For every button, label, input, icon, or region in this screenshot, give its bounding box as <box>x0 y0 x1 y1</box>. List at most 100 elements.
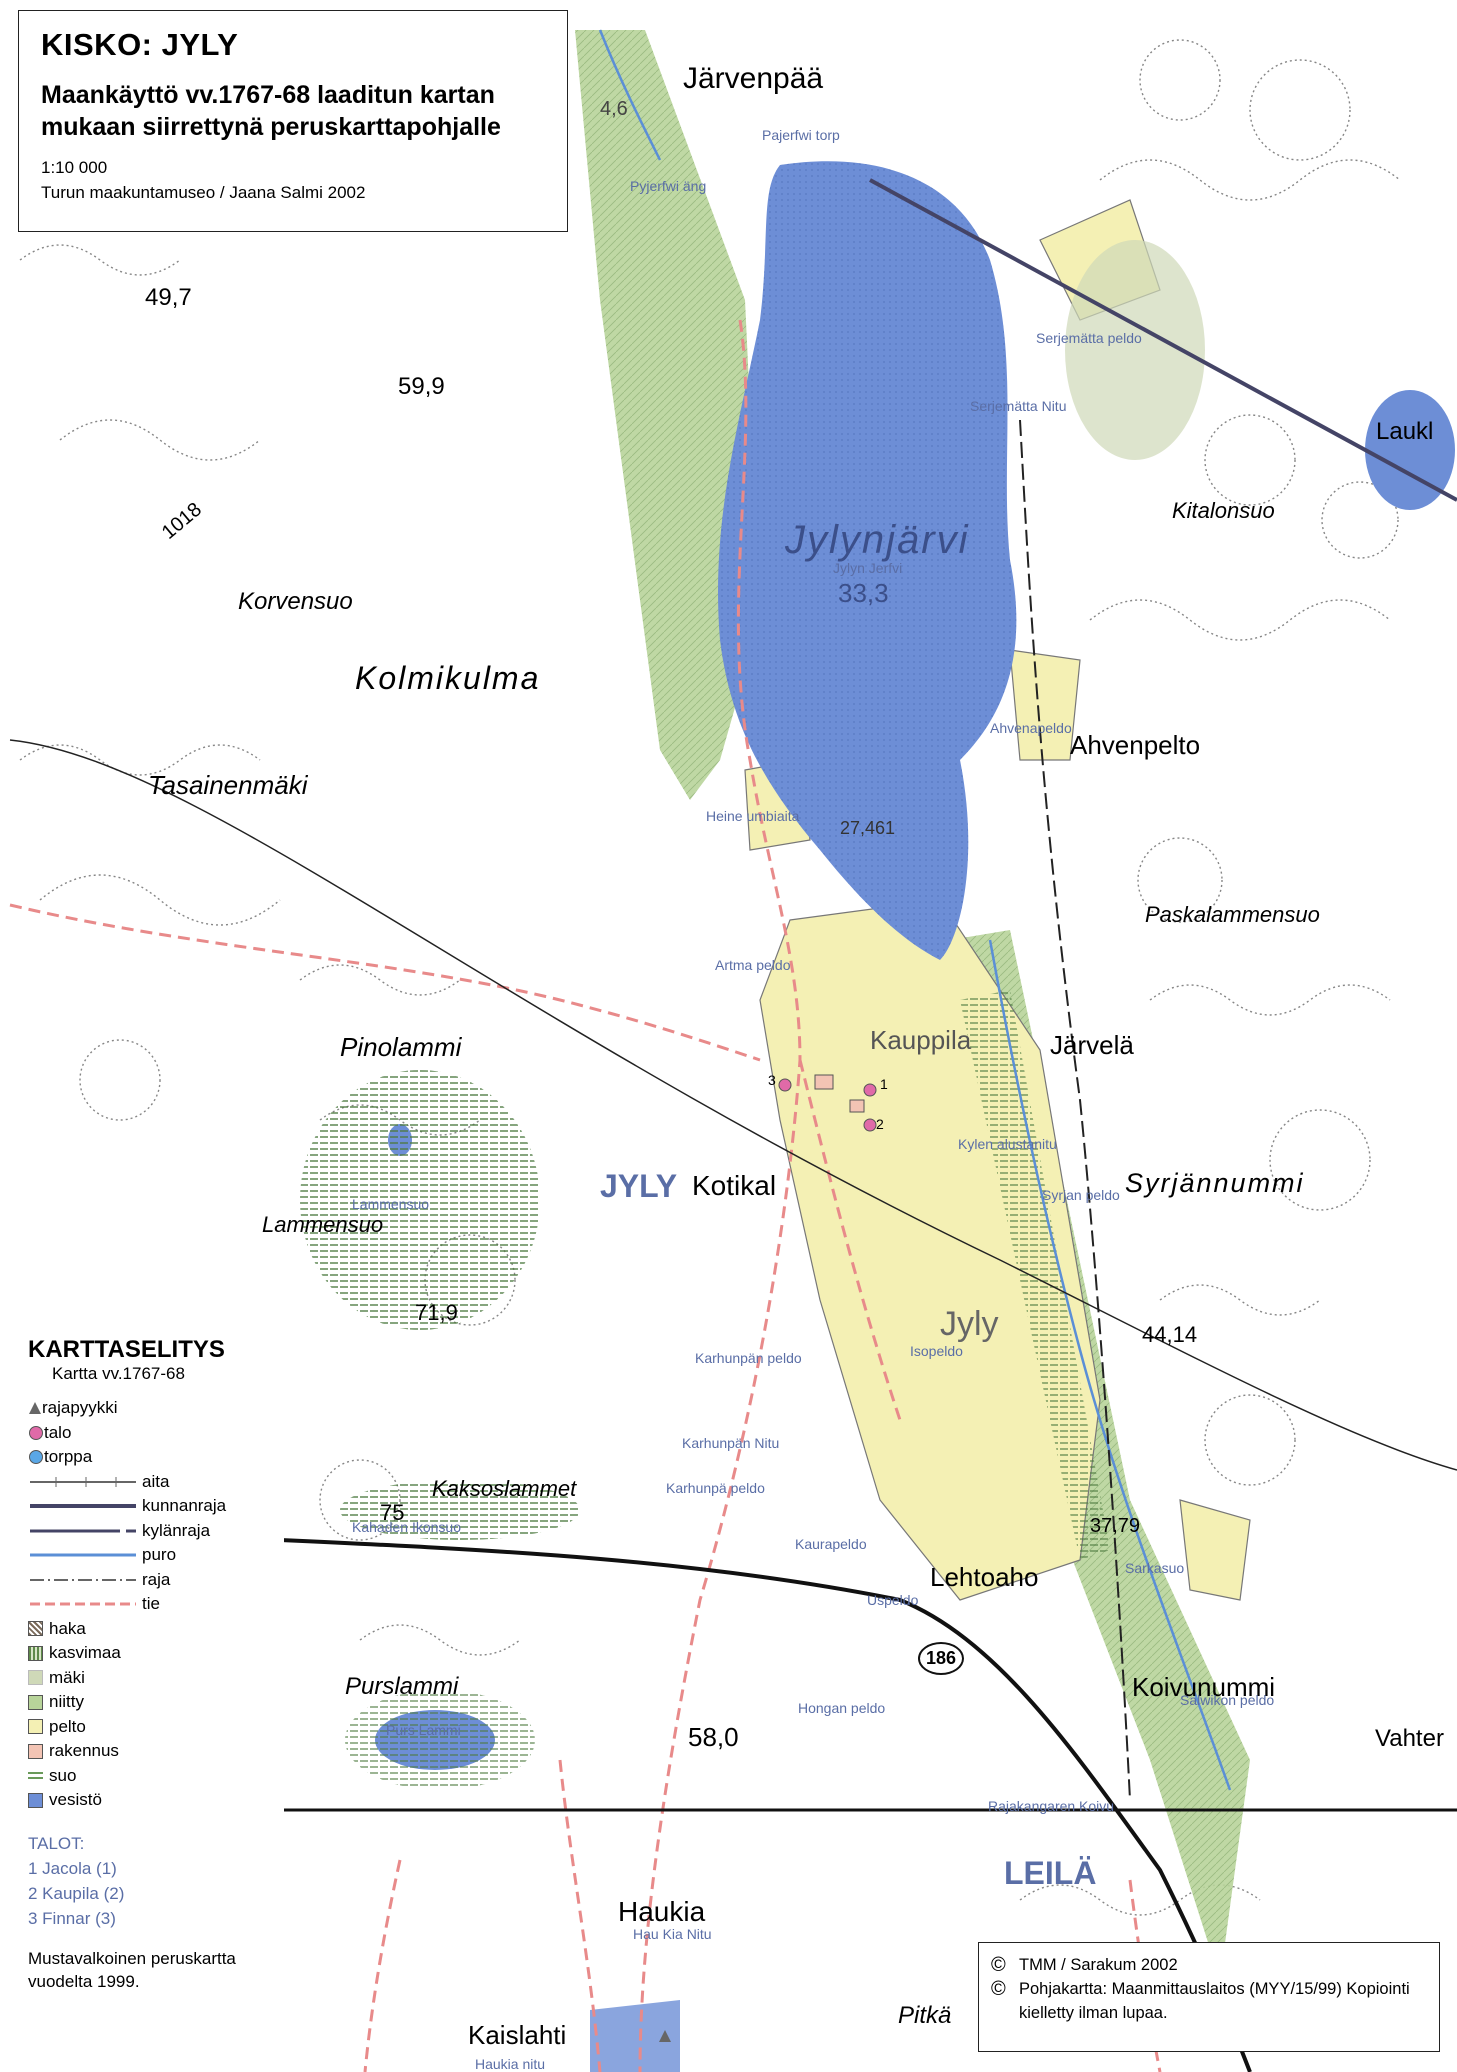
legend-label: rajapyykki <box>42 1398 118 1418</box>
label-purslammi[interactable]: Purslammi <box>345 1673 459 1700</box>
label-kauppila[interactable]: Kauppila <box>870 1025 972 1055</box>
base-map-note: Mustavalkoinen peruskartta vuodelta 1999… <box>28 1948 236 1991</box>
label-tasainenmaki[interactable]: Tasainenmäki <box>148 770 308 800</box>
house-item: 1 Jacola (1) <box>28 1858 117 1878</box>
label-paskalammensuo[interactable]: Paskalammensuo <box>1145 902 1320 927</box>
label-syrjannummi[interactable]: Syrjännummi <box>1125 1168 1305 1198</box>
label-koivunummi[interactable]: Koivunummi <box>1132 1672 1276 1702</box>
label-sarkasuo[interactable]: Sarkasuo <box>1125 1560 1185 1576</box>
label-jylyn-jerfvi[interactable]: Jylyn Jerfvi <box>833 560 903 576</box>
legend-label: rakennus <box>49 1741 119 1761</box>
label-karhunpa-peldo[interactable]: Karhunpä peldo <box>666 1480 765 1496</box>
legend-item-kasvimaa: kasvimaa <box>28 1641 276 1666</box>
label-haukia-nitu-1[interactable]: Hau Kia Nitu <box>633 1926 712 1942</box>
label-vahter[interactable]: Vahter <box>1375 1725 1444 1752</box>
map-author: Turun maakuntamuseo / Jaana Salmi 2002 <box>41 183 366 202</box>
label-ahvenapeldo[interactable]: Ahvenapeldo <box>990 720 1072 736</box>
house-markers <box>778 1074 877 1132</box>
label-jarvela[interactable]: Järvelä <box>1050 1030 1134 1060</box>
credit-line: © Pohjakartta: Maanmittauslaitos (MYY/15… <box>991 1977 1427 2025</box>
label-kylen-alustanitu[interactable]: Kylen alustanitu <box>958 1136 1057 1152</box>
legend-item-rakennus: rakennus <box>28 1739 276 1764</box>
houses-list: TALOT: 1 Jacola (1) 2 Kaupila (2) 3 Finn… <box>28 1831 276 1931</box>
legend-item-suo: suo <box>28 1764 276 1789</box>
label-jylynjarvi[interactable]: Jylynjärvi <box>785 518 970 562</box>
label-lehtoaho[interactable]: Lehtoaho <box>930 1562 1039 1592</box>
legend-item-maki: mäki <box>28 1666 276 1691</box>
label-elev-58: 58,0 <box>688 1722 739 1752</box>
label-karhunpan-nitu[interactable]: Karhunpän Nitu <box>682 1435 780 1451</box>
legend-label: raja <box>142 1569 171 1589</box>
water-swatch-icon <box>28 1792 43 1808</box>
label-kaurapeldo[interactable]: Kaurapeldo <box>795 1536 867 1552</box>
label-uspeldo[interactable]: Uspeldo <box>867 1592 919 1608</box>
label-pinolammi[interactable]: Pinolammi <box>340 1032 462 1062</box>
label-syrjan-peldo[interactable]: Syrjan peldo <box>1042 1187 1120 1203</box>
copyright-icon: © <box>991 1978 1006 2000</box>
municipal-border-icon <box>30 1504 136 1509</box>
label-serjematta-nitu[interactable]: Serjemätta Nitu <box>970 398 1067 414</box>
label-lammensuo-base[interactable]: Lammensuo <box>262 1212 384 1237</box>
village-border <box>869 178 1457 502</box>
label-pyjerfwi-ang[interactable]: Pyjerfwi äng <box>630 178 707 194</box>
bog-swatch-icon <box>28 1768 43 1784</box>
field-area-ahvenpelto <box>1009 649 1081 761</box>
label-village-jyly[interactable]: JYLY <box>600 1168 678 1204</box>
label-elev-49: 49,7 <box>145 284 192 311</box>
legend-item-raja: raja <box>28 1568 276 1593</box>
legend-item-talo: talo <box>28 1421 276 1446</box>
house-item: 2 Kaupila (2) <box>28 1883 125 1903</box>
lake-laukkalammi <box>1365 390 1455 510</box>
legend-item-tie: tie <box>28 1592 276 1617</box>
fence-line-icon <box>30 1476 136 1487</box>
water-haukia <box>590 2000 680 2072</box>
label-jyly-base[interactable]: Jyly <box>940 1305 999 1343</box>
label-heine-umbiaita[interactable]: Heine umbiaita <box>706 808 800 824</box>
garden-swatch-icon <box>28 1645 43 1661</box>
label-isopeldo[interactable]: Isopeldo <box>910 1343 963 1359</box>
legend-label: kasvimaa <box>49 1643 121 1663</box>
legend-label: kylänraja <box>142 1520 211 1540</box>
label-house-1: 1 <box>880 1076 888 1092</box>
hill-area-serjematta <box>1065 240 1205 460</box>
stream-puro <box>988 939 1232 1791</box>
legend-item-vesisto: vesistö <box>28 1788 276 1813</box>
label-purs-lammi[interactable]: Purs Lammi <box>386 1722 461 1738</box>
label-pitka[interactable]: Pitkä <box>898 2002 952 2029</box>
label-village-leila[interactable]: LEILÄ <box>1004 1855 1097 1891</box>
label-rajakangaren-koivu[interactable]: Rajakangaren Koivu <box>988 1798 1115 1814</box>
label-kolmikulma[interactable]: Kolmikulma <box>355 660 541 696</box>
legend-item-kunnanraja: kunnanraja <box>28 1494 276 1519</box>
label-ahvenpelto[interactable]: Ahvenpelto <box>1070 730 1201 760</box>
label-serjematta-peldo[interactable]: Serjemätta peldo <box>1036 330 1142 346</box>
label-korvensuo[interactable]: Korvensuo <box>238 588 353 615</box>
label-haukia[interactable]: Haukia <box>618 1896 706 1927</box>
label-kaislahti[interactable]: Kaislahti <box>468 2020 567 2050</box>
label-pajerfwi-torp[interactable]: Pajerfwi torp <box>762 127 840 143</box>
circle-marker-icon <box>29 1425 43 1440</box>
label-karhunpan-peldo[interactable]: Karhunpän peldo <box>695 1350 802 1366</box>
legend-item-rajapyykki: rajapyykki <box>28 1396 276 1421</box>
label-artma-peldo[interactable]: Artma peldo <box>715 957 791 973</box>
label-kahaden-ikonsuo[interactable]: Kahaden Ikonsuo <box>352 1519 461 1535</box>
label-hongan-peldo[interactable]: Hongan peldo <box>798 1700 886 1716</box>
circle-marker-icon <box>29 1450 43 1465</box>
label-elev-33: 33,3 <box>838 578 889 608</box>
road-line-icon <box>30 1602 136 1606</box>
credits-panel: © TMM / Sarakum 2002 © Pohjakartta: Maan… <box>978 1942 1440 2052</box>
legend-panel: KARTTASELITYS Kartta vv.1767-68 rajapyyk… <box>8 1322 284 2022</box>
bog-lammensuo <box>300 1070 540 1330</box>
label-kaksoslammet[interactable]: Kaksoslammet <box>432 1476 577 1501</box>
label-laukl[interactable]: Laukl <box>1376 418 1434 445</box>
field-swatch-icon <box>28 1719 43 1735</box>
label-lammensuo-historic[interactable]: Lammensuo <box>352 1196 430 1212</box>
label-kotikal[interactable]: Kotikal <box>692 1170 777 1201</box>
label-salwikon-peldo[interactable]: Salwikon peldo <box>1180 1692 1275 1708</box>
legend-item-torppa: torppa <box>28 1445 276 1470</box>
building-swatch-icon <box>28 1743 43 1759</box>
label-jarvenpaa[interactable]: Järvenpää <box>683 62 824 95</box>
label-haukia-nitu-2[interactable]: Haukia nitu <box>475 2056 546 2072</box>
credit-line: © TMM / Sarakum 2002 <box>991 1953 1427 1977</box>
label-kitalonsuo[interactable]: Kitalonsuo <box>1172 498 1275 523</box>
